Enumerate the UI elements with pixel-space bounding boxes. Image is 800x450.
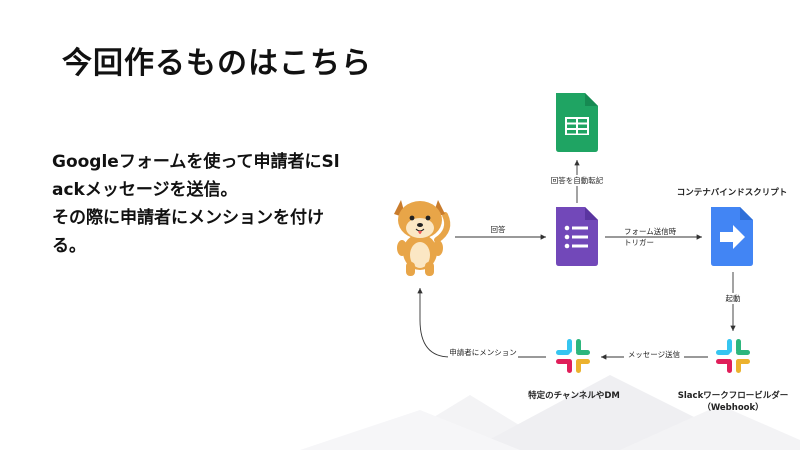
label-form-submit-trigger-2: トリガー <box>624 237 654 247</box>
description-line-2: ackメッセージを送信。 <box>52 180 238 200</box>
apps-script-icon <box>711 207 753 266</box>
slack-icon <box>716 339 750 373</box>
slack-icon <box>556 339 590 373</box>
label-answer: 回答 <box>491 224 506 234</box>
label-start: 起動 <box>726 294 741 303</box>
label-channel-title: 特定のチャンネルやDM <box>528 390 620 401</box>
description-line-1: Googleフォームを使って申請者にSl <box>52 152 340 172</box>
label-send-message: メッセージ送信 <box>628 349 681 359</box>
description-line-4: る。 <box>52 236 86 256</box>
dog-icon <box>394 200 451 276</box>
description-line-3: その際に申請者にメンションを付け <box>52 208 324 228</box>
label-script-title: コンテナバインドスクリプト <box>677 187 788 198</box>
page-title: 今回作るものはこちら <box>62 46 372 81</box>
label-form-submit-trigger-1: フォーム送信時 <box>624 226 677 236</box>
label-slack-workflow-1: Slackワークフロービルダー <box>678 390 788 401</box>
label-slack-workflow-2: （Webhook） <box>702 402 763 413</box>
description-text: Googleフォームを使って申請者にSl ackメッセージを送信。 その際に申請… <box>52 148 382 260</box>
arrow-mention <box>417 288 546 358</box>
label-auto-record: 回答を自動転記 <box>551 175 604 185</box>
label-mention: 申請者にメンション <box>449 347 517 357</box>
google-sheets-icon <box>556 93 598 152</box>
google-forms-icon <box>556 207 598 266</box>
